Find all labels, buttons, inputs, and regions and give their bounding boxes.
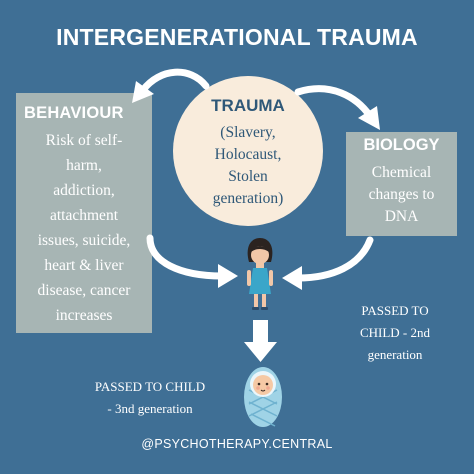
trauma-line: (Slavery, [220,124,276,141]
arrow-trauma-to-behaviour [132,68,210,103]
trauma-circle [173,76,323,226]
arrow-behaviour-to-child [146,234,238,288]
behaviour-line: heart & liver [44,257,124,274]
trauma-line: Stolen [228,168,268,185]
behaviour-line: Risk of self- [45,132,123,149]
trauma-heading: TRAUMA [211,96,285,115]
passed-line: - 3nd generation [107,401,193,416]
trauma-line: generation) [212,190,284,207]
behaviour-line: issues, suicide, [37,232,131,249]
passed-to-child-2nd-label: PASSED TO CHILD - 2nd generation [330,300,460,366]
behaviour-heading: BEHAVIOUR [24,104,124,122]
passed-line: PASSED TO CHILD [94,379,206,394]
biology-heading: BIOLOGY [363,136,440,154]
passed-line: CHILD - 2nd [359,325,431,340]
passed-line: PASSED TO [361,303,429,318]
biology-line: Chemical [371,164,432,181]
behaviour-line: harm, [66,157,102,174]
baby-icon [244,367,282,427]
behaviour-line: increases [55,307,113,324]
page-title: INTERGENERATIONAL TRAUMA [56,24,418,50]
down-arrow-icon [244,320,277,362]
biology-box [346,132,457,236]
behaviour-line: addiction, [53,182,115,199]
biology-description: Chemical changes to DNA [346,162,457,228]
behaviour-description: Risk of self- harm, addiction, attachmen… [16,128,152,328]
behaviour-line: disease, cancer [37,282,131,299]
girl-icon [247,238,273,310]
arrow-biology-to-child [282,236,374,290]
behaviour-line: attachment [50,207,118,224]
trauma-line: Holocaust, [214,146,282,163]
passed-line: generation [367,347,423,362]
arrow-trauma-to-biology [294,85,380,130]
biology-line: changes to [368,186,435,203]
behaviour-box [16,93,152,333]
social-handle: @PSYCHOTHERAPY.CENTRAL [141,437,333,451]
passed-to-child-3nd-label: PASSED TO CHILD - 3nd generation [70,376,230,420]
biology-line: DNA [384,208,419,225]
trauma-description: (Slavery, Holocaust, Stolen generation) [173,122,323,210]
